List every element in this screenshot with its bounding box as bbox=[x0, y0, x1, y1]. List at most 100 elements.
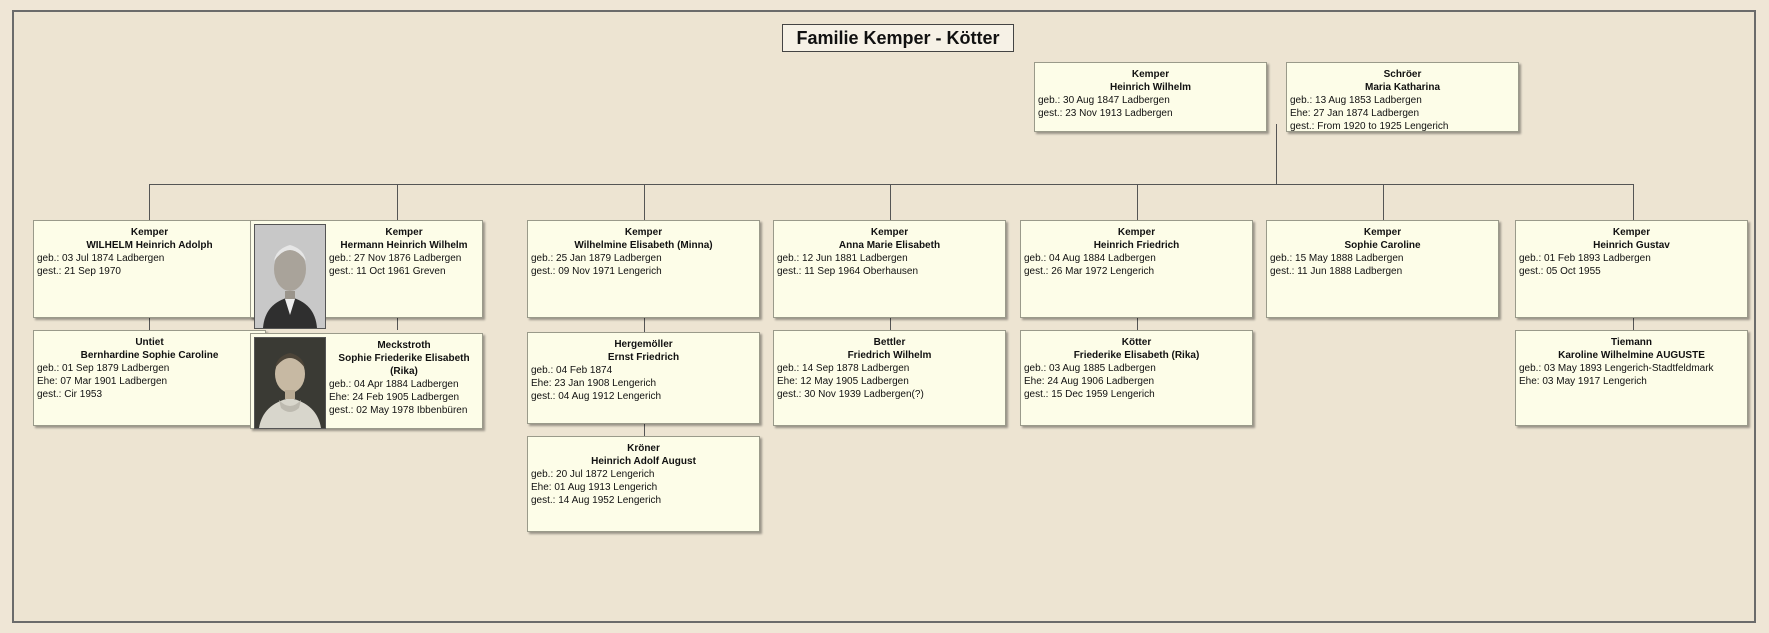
detail-line: geb.: 20 Jul 1872 Lengerich bbox=[531, 469, 655, 480]
person-card-child[interactable]: Kemper Anna Marie Elisabeth geb.: 12 Jun… bbox=[773, 220, 1006, 318]
person-card-child[interactable]: Kemper Hermann Heinrich Wilhelm geb.: 27… bbox=[250, 220, 483, 329]
surname: Kemper bbox=[1363, 227, 1402, 238]
surname: Kemper bbox=[385, 227, 423, 238]
detail-line: geb.: 12 Jun 1881 Ladbergen bbox=[777, 253, 908, 264]
connector-line bbox=[1633, 318, 1634, 330]
given-name: Karoline Wilhelmine AUGUSTE bbox=[1558, 350, 1705, 361]
connector-line bbox=[644, 424, 645, 436]
surname: Schröer bbox=[1383, 69, 1422, 80]
given-name: Anna Marie Elisabeth bbox=[838, 240, 941, 251]
given-name: WILHELM Heinrich Adolph bbox=[86, 240, 213, 251]
person-card-child[interactable]: Kemper Sophie Caroline geb.: 15 May 1888… bbox=[1266, 220, 1499, 318]
connector-line bbox=[644, 318, 645, 332]
given-name: Bernhardine Sophie Caroline bbox=[80, 350, 219, 361]
given-name: Maria Katharina bbox=[1364, 82, 1441, 93]
detail-line: geb.: 04 Aug 1884 Ladbergen bbox=[1024, 253, 1156, 264]
connector-line bbox=[1137, 184, 1138, 220]
detail-line: gest.: 26 Mar 1972 Lengerich bbox=[1024, 266, 1155, 277]
detail-line: gest.: 30 Nov 1939 Ladbergen(?) bbox=[777, 389, 924, 400]
surname: Meckstroth bbox=[377, 340, 431, 351]
surname: Kemper bbox=[1612, 227, 1651, 238]
person-card-child[interactable]: Kemper WILHELM Heinrich Adolph geb.: 03 … bbox=[33, 220, 266, 318]
person-card-spouse[interactable]: Kröner Heinrich Adolf August geb.: 20 Ju… bbox=[527, 436, 760, 532]
detail-line: geb.: 13 Aug 1853 Ladbergen bbox=[1290, 95, 1422, 106]
connector-line bbox=[1276, 124, 1277, 184]
detail-line: gest.: From 1920 to 1925 Lengerich bbox=[1290, 121, 1449, 132]
connector-line bbox=[397, 184, 398, 220]
detail-line: gest.: Cir 1953 bbox=[37, 389, 103, 400]
person-card-spouse[interactable]: Meckstroth Sophie Friederike Elisabeth (… bbox=[250, 333, 483, 429]
person-card-spouse[interactable]: Untiet Bernhardine Sophie Caroline geb.:… bbox=[33, 330, 266, 426]
detail-line: geb.: 01 Sep 1879 Ladbergen bbox=[37, 363, 170, 374]
detail-line: Ehe: 24 Feb 1905 Ladbergen bbox=[329, 392, 460, 403]
surname: Kröner bbox=[627, 443, 660, 454]
person-card-child[interactable]: Kemper Heinrich Friedrich geb.: 04 Aug 1… bbox=[1020, 220, 1253, 318]
detail-line: gest.: 21 Sep 1970 bbox=[37, 266, 121, 277]
detail-line: geb.: 03 Jul 1874 Ladbergen bbox=[37, 253, 165, 264]
detail-line: Ehe: 07 Mar 1901 Ladbergen bbox=[37, 376, 168, 387]
detail-line: gest.: 11 Jun 1888 Ladbergen bbox=[1270, 266, 1403, 277]
given-name: Heinrich Friedrich bbox=[1093, 240, 1180, 251]
portrait-photo bbox=[254, 224, 326, 329]
person-card-spouse[interactable]: Tiemann Karoline Wilhelmine AUGUSTE geb.… bbox=[1515, 330, 1748, 426]
detail-line: Ehe: 23 Jan 1908 Lengerich bbox=[531, 378, 657, 389]
chart-title: Familie Kemper - Kötter bbox=[782, 24, 1014, 52]
given-name: Ernst Friedrich bbox=[607, 352, 680, 363]
connector-line bbox=[149, 184, 150, 220]
connector-line bbox=[1383, 184, 1384, 220]
connector-line bbox=[890, 184, 891, 220]
given-name: Heinrich Gustav bbox=[1593, 240, 1670, 251]
person-card-spouse[interactable]: Hergemöller Ernst Friedrich geb.: 04 Feb… bbox=[527, 332, 760, 424]
given-name: Sophie Caroline bbox=[1344, 240, 1421, 251]
detail-line: Ehe: 24 Aug 1906 Ladbergen bbox=[1024, 376, 1155, 387]
detail-line: Ehe: 27 Jan 1874 Ladbergen bbox=[1290, 108, 1419, 119]
connector-line bbox=[149, 184, 1633, 185]
surname: Kemper bbox=[130, 227, 169, 238]
detail-line: gest.: 11 Sep 1964 Oberhausen bbox=[777, 266, 919, 277]
detail-line: gest.: 11 Oct 1961 Greven bbox=[329, 266, 446, 277]
connector-line bbox=[890, 318, 891, 330]
detail-line: gest.: 15 Dec 1959 Lengerich bbox=[1024, 389, 1155, 400]
detail-line: Ehe: 01 Aug 1913 Lengerich bbox=[531, 482, 658, 493]
detail-line: geb.: 04 Apr 1884 Ladbergen bbox=[329, 379, 459, 390]
given-name: Heinrich Wilhelm bbox=[1109, 82, 1192, 93]
detail-line: geb.: 27 Nov 1876 Ladbergen bbox=[329, 253, 462, 264]
detail-line: gest.: 05 Oct 1955 bbox=[1519, 266, 1601, 277]
surname: Kemper bbox=[1117, 227, 1156, 238]
connector-line bbox=[397, 318, 398, 330]
detail-line: geb.: 15 May 1888 Ladbergen bbox=[1270, 253, 1404, 264]
detail-line: gest.: 04 Aug 1912 Lengerich bbox=[531, 391, 662, 402]
detail-line: geb.: 04 Feb 1874 bbox=[531, 365, 613, 376]
surname: Untiet bbox=[135, 337, 164, 348]
connector-line bbox=[149, 318, 150, 330]
detail-line: gest.: 23 Nov 1913 Ladbergen bbox=[1038, 108, 1173, 119]
surname: Bettler bbox=[873, 337, 906, 348]
detail-line: gest.: 02 May 1978 Ibbenbüren bbox=[329, 405, 468, 416]
surname: Tiemann bbox=[1611, 337, 1652, 348]
connector-line bbox=[1633, 184, 1634, 220]
detail-line: Ehe: 03 May 1917 Lengerich bbox=[1519, 376, 1647, 387]
detail-line: gest.: 14 Aug 1952 Lengerich bbox=[531, 495, 662, 506]
detail-line: geb.: 14 Sep 1878 Ladbergen bbox=[777, 363, 910, 374]
surname: Kötter bbox=[1121, 337, 1152, 348]
given-name: Hermann Heinrich Wilhelm bbox=[340, 240, 468, 251]
given-name: Heinrich Adolf August bbox=[591, 456, 696, 467]
person-card-father[interactable]: Kemper Heinrich Wilhelm geb.: 30 Aug 184… bbox=[1034, 62, 1267, 132]
person-card-spouse[interactable]: Bettler Friedrich Wilhelm geb.: 14 Sep 1… bbox=[773, 330, 1006, 426]
surname: Kemper bbox=[1131, 69, 1170, 80]
person-card-mother[interactable]: Schröer Maria Katharina geb.: 13 Aug 185… bbox=[1286, 62, 1519, 132]
surname: Kemper bbox=[870, 227, 909, 238]
connector-line bbox=[644, 184, 645, 220]
connector-line bbox=[1137, 318, 1138, 330]
detail-line: geb.: 03 May 1893 Lengerich-Stadtfeldmar… bbox=[1519, 363, 1714, 374]
detail-line: geb.: 01 Feb 1893 Ladbergen bbox=[1519, 253, 1651, 264]
surname: Kemper bbox=[624, 227, 663, 238]
person-card-spouse[interactable]: Kötter Friederike Elisabeth (Rika) geb.:… bbox=[1020, 330, 1253, 426]
detail-line: geb.: 25 Jan 1879 Ladbergen bbox=[531, 253, 662, 264]
given-name: Wilhelmine Elisabeth (Minna) bbox=[574, 240, 713, 251]
portrait-photo bbox=[254, 337, 326, 429]
person-card-child[interactable]: Kemper Heinrich Gustav geb.: 01 Feb 1893… bbox=[1515, 220, 1748, 318]
person-card-child[interactable]: Kemper Wilhelmine Elisabeth (Minna) geb.… bbox=[527, 220, 760, 318]
detail-line: geb.: 30 Aug 1847 Ladbergen bbox=[1038, 95, 1170, 106]
given-name: Friederike Elisabeth (Rika) bbox=[1073, 350, 1200, 361]
